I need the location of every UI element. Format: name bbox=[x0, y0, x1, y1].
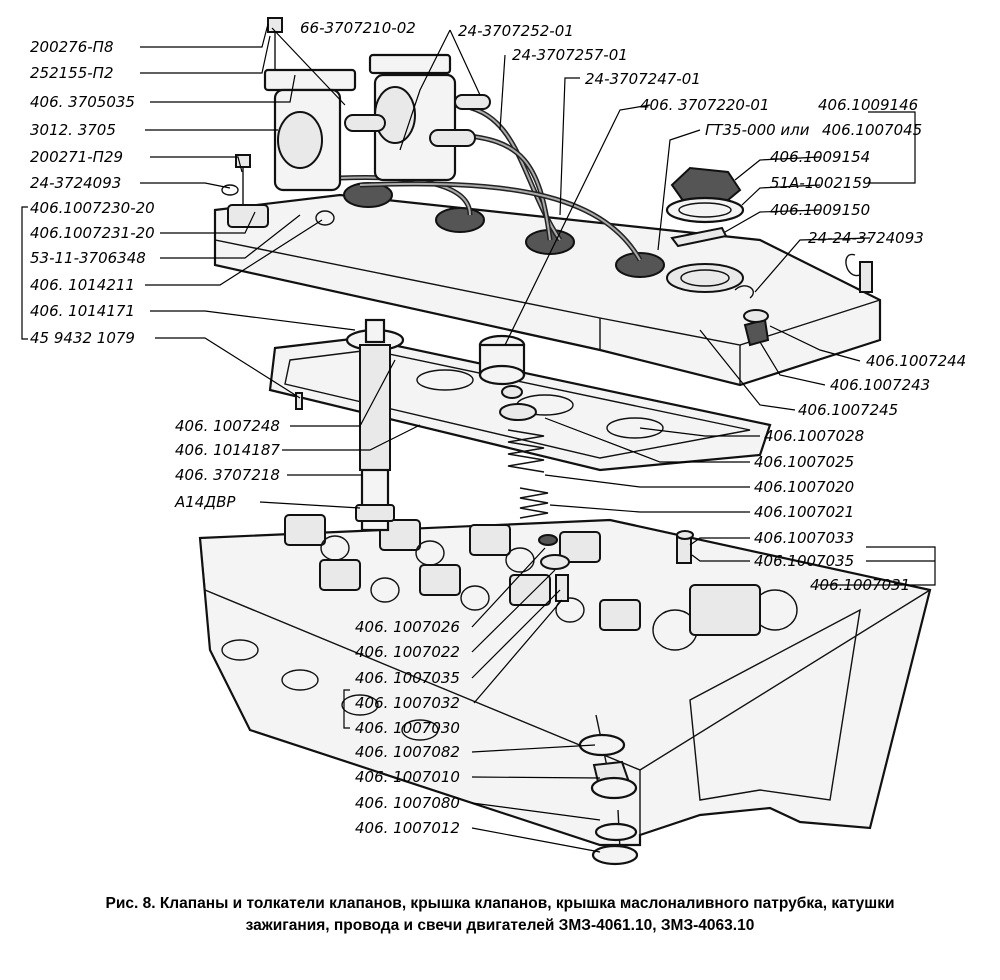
part-label: 406. 1007022 bbox=[355, 643, 460, 661]
part-label: 45 9432 1079 bbox=[30, 329, 135, 347]
spark-plug-boots bbox=[343, 182, 665, 278]
part-label: 406. 1007248 bbox=[175, 417, 280, 435]
part-label: 406. 3707218 bbox=[175, 466, 280, 484]
part-label: 406. 1007032 bbox=[355, 694, 460, 712]
part-label: 406.1009150 bbox=[770, 201, 870, 219]
ignition-wires bbox=[339, 102, 643, 262]
part-label: 200271-П29 bbox=[30, 148, 123, 166]
part-label: 51А-1002159 bbox=[770, 174, 872, 192]
caption-line-1: Рис. 8. Клапаны и толкатели клапанов, кр… bbox=[105, 895, 895, 912]
figure-caption: Рис. 8. Клапаны и толкатели клапанов, кр… bbox=[30, 893, 970, 937]
part-label: А14ДВР bbox=[174, 493, 236, 511]
part-label: 24-3707247-01 bbox=[585, 70, 701, 88]
spark-plug-assembly bbox=[345, 318, 405, 532]
part-label: 406.1007025 bbox=[754, 453, 854, 471]
fasteners bbox=[221, 17, 873, 410]
part-label: 406.1007245 bbox=[798, 401, 898, 419]
valve-cover bbox=[213, 193, 882, 387]
part-label: 406. 1007010 bbox=[355, 768, 460, 786]
part-label: 406. 3705035 bbox=[30, 93, 135, 111]
part-label: 406. 1014187 bbox=[175, 441, 280, 459]
part-label: 252155-П2 bbox=[30, 64, 114, 82]
part-label: 406.1007230-20 bbox=[30, 199, 155, 217]
part-label: 406.1007045 bbox=[822, 121, 922, 139]
part-label: 406.1007243 bbox=[830, 376, 930, 394]
part-label: 24-3707252-01 bbox=[458, 22, 574, 40]
part-label: 406.1007035 bbox=[754, 552, 854, 570]
part-label: 53-11-3706348 bbox=[30, 249, 146, 267]
part-label: 24-3724093 bbox=[30, 174, 121, 192]
part-label: 406.1007033 bbox=[754, 529, 854, 547]
part-label: 406.1007231-20 bbox=[30, 224, 155, 242]
part-label: 406.1007244 bbox=[866, 352, 966, 370]
part-label: 406.1007020 bbox=[754, 478, 854, 496]
part-label: 406. 1014171 bbox=[30, 302, 135, 320]
part-label: 406.1007021 bbox=[754, 503, 854, 521]
part-label: ГТ35-000 или bbox=[705, 121, 810, 139]
part-label: 406. 1007012 bbox=[355, 819, 460, 837]
part-label: 406.1009154 bbox=[770, 148, 870, 166]
part-label: 406.1009146 bbox=[818, 96, 918, 114]
part-label: 406. 1014211 bbox=[30, 276, 135, 294]
part-label: 406.1007028 bbox=[764, 427, 864, 445]
part-label: 66-3707210-02 bbox=[300, 19, 416, 37]
part-labels: 200276-П8 252155-П2 406. 3705035 3012. 3… bbox=[30, 19, 966, 837]
oil-filler-cap bbox=[665, 166, 745, 248]
part-label: 3012. 3705 bbox=[30, 121, 116, 139]
ignition-coils bbox=[263, 53, 491, 192]
leader-lines bbox=[21, 23, 936, 853]
part-label: 24-24-3724093 bbox=[808, 229, 924, 247]
valve-train bbox=[478, 334, 694, 866]
part-label: 406. 1007080 bbox=[355, 794, 460, 812]
part-label: 406. 1007026 bbox=[355, 618, 460, 636]
part-label: 24-3707257-01 bbox=[512, 46, 628, 64]
part-label: 406. 1007030 bbox=[355, 719, 460, 737]
cylinder-head bbox=[198, 514, 932, 847]
part-label: 406. 1007035 bbox=[355, 669, 460, 687]
part-label: 200276-П8 bbox=[30, 38, 114, 56]
part-label: 406. 1007082 bbox=[355, 743, 460, 761]
part-label: 406.1007031 bbox=[810, 576, 910, 594]
caption-line-2: зажигания, провода и свечи двигателей ЗМ… bbox=[245, 917, 755, 934]
part-label: 406. 3707220-01 bbox=[640, 96, 769, 114]
